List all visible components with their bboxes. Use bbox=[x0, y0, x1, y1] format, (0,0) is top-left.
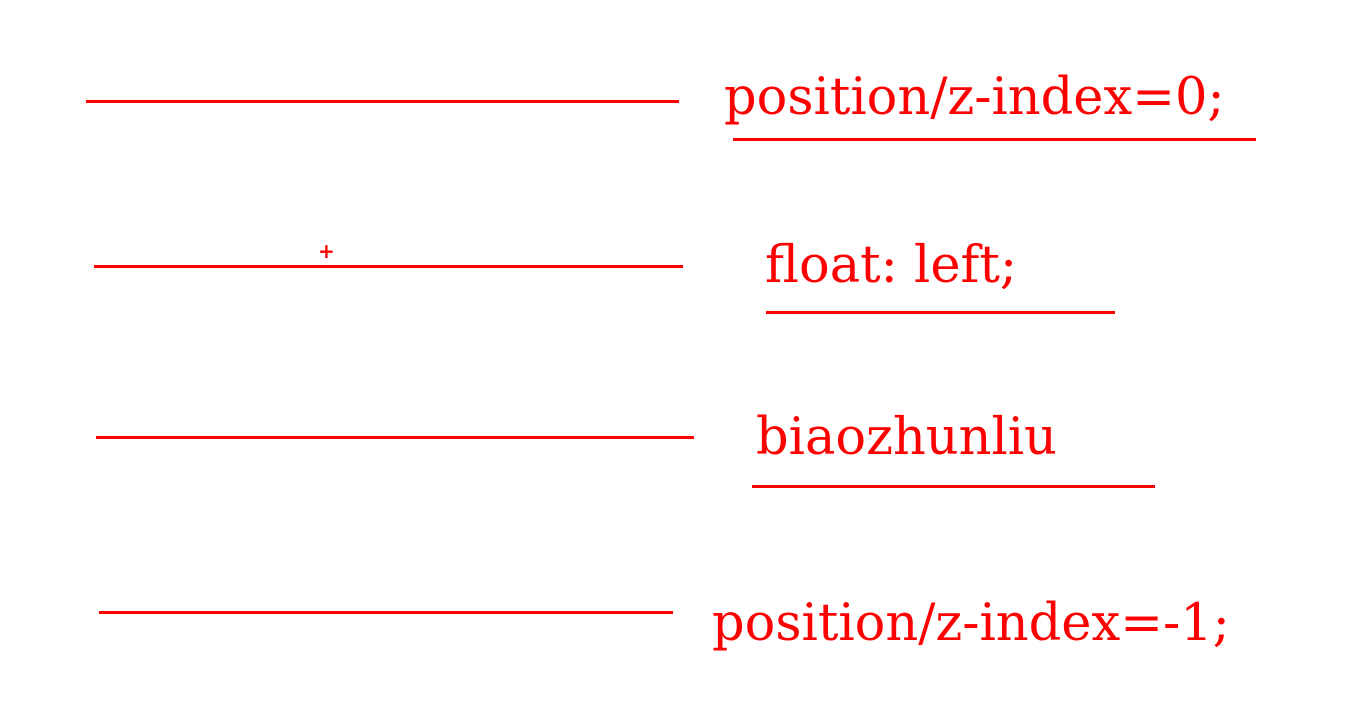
label-underline-positioned-top bbox=[733, 138, 1256, 141]
layer-label-positioned-bottom: position/z-index=-1; bbox=[712, 594, 1230, 653]
layer-line-normal-flow bbox=[96, 436, 694, 439]
layer-label-normal-flow: biaozhunliu bbox=[756, 408, 1057, 467]
label-underline-float bbox=[766, 311, 1115, 314]
layer-line-positioned-bottom bbox=[99, 611, 673, 614]
layer-label-float: float: left; bbox=[765, 236, 1018, 295]
layer-line-positioned-top bbox=[86, 100, 679, 103]
layer-line-float bbox=[94, 265, 683, 268]
plus-marker-icon: + bbox=[318, 239, 335, 263]
layer-label-positioned-top: position/z-index=0; bbox=[724, 68, 1225, 127]
label-underline-normal-flow bbox=[752, 485, 1155, 488]
